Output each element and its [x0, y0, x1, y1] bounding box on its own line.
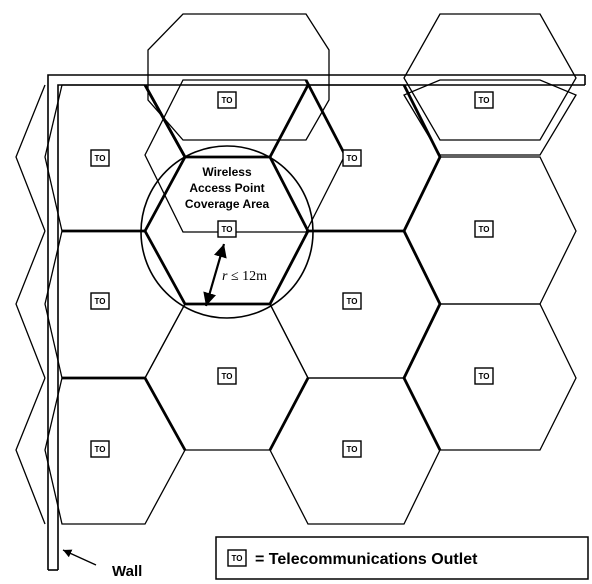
- svg-text:TO: TO: [222, 372, 233, 381]
- outlet: TO: [217, 220, 237, 238]
- outlet: TO: [474, 220, 494, 238]
- outlet: TO: [90, 440, 110, 458]
- outlet: TO: [474, 91, 494, 109]
- hex-cell: [44, 230, 186, 379]
- hex-cell: [44, 84, 186, 232]
- outlet-set: TO TO TO TO TO TO TO TO: [90, 91, 494, 458]
- wall-label: Wall: [112, 563, 142, 580]
- coverage-circle: [140, 145, 314, 319]
- svg-text:TO: TO: [95, 445, 106, 454]
- svg-text:TO: TO: [479, 225, 490, 234]
- wall-pointer-arrow: [62, 549, 97, 566]
- svg-text:Coverage Area: Coverage Area: [185, 197, 270, 211]
- coverage-label: Wireless Access Point Coverage Area: [185, 165, 270, 211]
- svg-text:TO: TO: [479, 96, 490, 105]
- hex-cell: [147, 13, 330, 141]
- hex-cell-edge: [15, 84, 46, 232]
- legend: TO = Telecommunications Outlet: [215, 536, 589, 580]
- svg-text:TO: TO: [347, 154, 358, 163]
- svg-text:TO: TO: [222, 96, 233, 105]
- outlet: TO: [217, 91, 237, 109]
- hex-bold-edges: [62, 79, 442, 451]
- hex-cell: [403, 79, 577, 156]
- outlet: TO: [217, 367, 237, 385]
- svg-text:TO: TO: [479, 372, 490, 381]
- radius-arrow: [203, 243, 227, 307]
- svg-text:TO: TO: [347, 297, 358, 306]
- hex-cell: [44, 377, 186, 525]
- legend-outlet-icon: [227, 549, 247, 567]
- radius-label: r ≤ 12m: [222, 269, 267, 284]
- wall: [47, 74, 586, 571]
- outlet: TO: [342, 292, 362, 310]
- svg-text:Wireless: Wireless: [202, 165, 252, 179]
- hex-cell-edge: [15, 377, 46, 525]
- outlet: TO: [342, 149, 362, 167]
- outlet: TO: [90, 292, 110, 310]
- outlet: TO: [342, 440, 362, 458]
- hex-cell-edge: [15, 230, 46, 379]
- svg-text:TO: TO: [95, 297, 106, 306]
- svg-text:TO: TO: [232, 554, 243, 563]
- hex-cell: [403, 13, 577, 141]
- svg-text:TO: TO: [222, 225, 233, 234]
- outlet: TO: [474, 367, 494, 385]
- outlet: TO: [90, 149, 110, 167]
- legend-text: = Telecommunications Outlet: [255, 551, 478, 568]
- svg-text:TO: TO: [347, 445, 358, 454]
- svg-text:Access Point: Access Point: [189, 181, 264, 195]
- svg-text:TO: TO: [95, 154, 106, 163]
